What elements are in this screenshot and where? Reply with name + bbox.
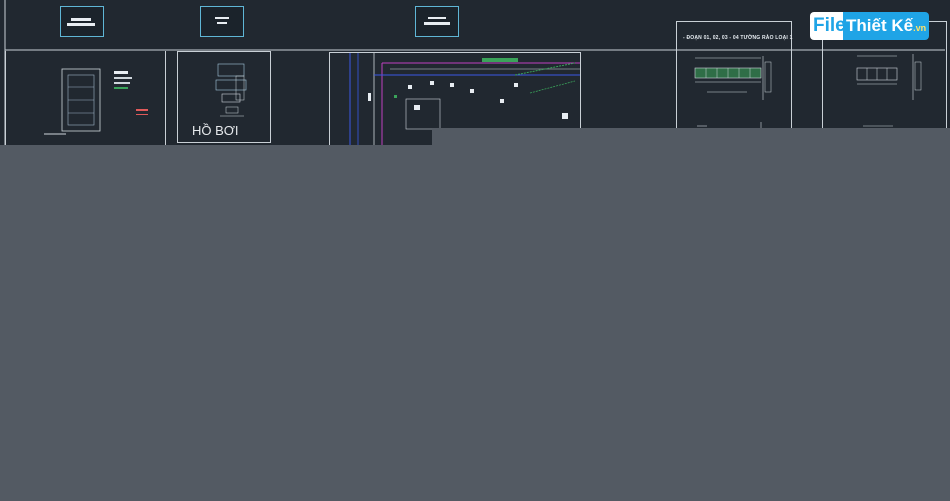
- sheet-plan-1[interactable]: [5, 51, 166, 147]
- fence-elevation-caption: - ĐOẠN 01, 02, 03 - 04 TƯỜNG RÀO LOẠI 1: [683, 35, 793, 41]
- title-block-thumb-2[interactable]: [200, 6, 244, 37]
- watermark-tld: .vn: [913, 23, 927, 33]
- unrendered-region: [0, 145, 950, 501]
- watermark-file-text: File: [810, 12, 849, 40]
- pool-label: HỒ BƠI: [192, 123, 239, 138]
- pool-drawing: [215, 63, 247, 117]
- title-block-thumb-3[interactable]: [415, 6, 459, 37]
- watermark-thiet-ke: Thiết Kế: [846, 16, 914, 35]
- fence-elevation-drawing: [694, 56, 772, 132]
- plan-1-drawing: [44, 68, 148, 135]
- site-plan-drawing: [349, 53, 580, 147]
- unrendered-region-top: [432, 128, 950, 146]
- sheet-pool[interactable]: HỒ BƠI: [177, 51, 271, 143]
- filethietke-watermark-logo: File Thiết Kế.vn: [810, 12, 946, 42]
- fence-elevation-2-drawing: [856, 54, 922, 127]
- watermark-brand-text: Thiết Kế.vn: [843, 12, 930, 40]
- title-block-thumb-1[interactable]: [60, 6, 104, 37]
- sheet-site-plan[interactable]: [329, 52, 581, 148]
